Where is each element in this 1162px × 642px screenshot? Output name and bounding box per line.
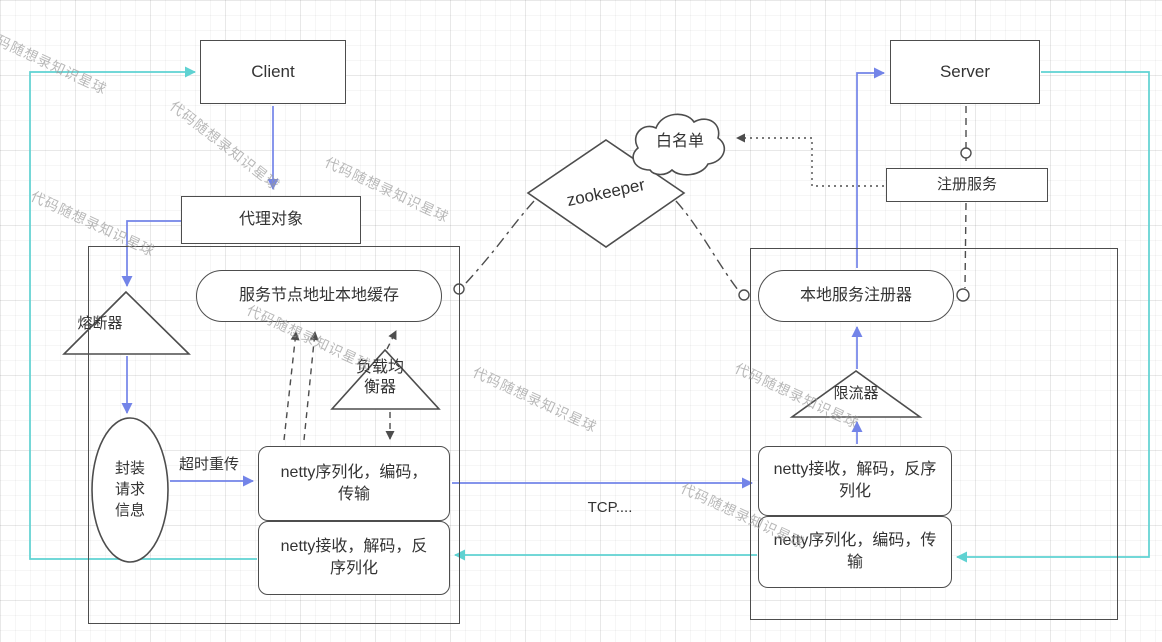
tcp-label: TCP.... xyxy=(587,499,633,516)
proxy-object-node: 代理对象 xyxy=(181,196,361,244)
client-netty-receive-node: netty接收，解码，反序列化 xyxy=(258,521,450,595)
client-netty-send-node: netty序列化，编码，传输 xyxy=(258,446,450,521)
link-zookeeper-cache xyxy=(465,200,535,284)
circuit-breaker-label: 熔断器 xyxy=(77,315,123,332)
zookeeper-label: zookeeper xyxy=(564,174,647,211)
load-balancer-label: 负载均衡器 xyxy=(355,359,404,396)
link-register-service-whitelist xyxy=(736,133,884,187)
timeout-retry-label: 超时重传 xyxy=(178,456,239,473)
server-node: Server xyxy=(890,40,1040,104)
client-node: Client xyxy=(200,40,346,104)
local-registry-node: 本地服务注册器 xyxy=(758,270,954,322)
server-side-container xyxy=(750,248,1118,620)
local-cache-node: 服务节点地址本地缓存 xyxy=(196,270,442,322)
server-netty-send-node: netty序列化，编码，传输 xyxy=(758,516,952,588)
server-netty-receive-node: netty接收，解码，反序列化 xyxy=(758,446,952,516)
watermark: 代码随想录知识星球 xyxy=(166,97,284,194)
link-zookeeper-registry xyxy=(675,200,739,291)
whitelist-label: 白名单 xyxy=(655,133,704,150)
watermark: 代码随想录知识星球 xyxy=(470,363,600,436)
request-wrapper-label: 封装请求信息 xyxy=(114,460,145,519)
client-side-container xyxy=(88,246,460,624)
register-service-node: 注册服务 xyxy=(886,168,1048,202)
connector-dot xyxy=(738,289,750,301)
watermark: 代码随想录知识星球 xyxy=(0,25,110,98)
rate-limiter-label: 限流器 xyxy=(833,385,879,402)
connector-dot xyxy=(960,147,972,159)
arrow-registry-to-server xyxy=(856,67,885,268)
